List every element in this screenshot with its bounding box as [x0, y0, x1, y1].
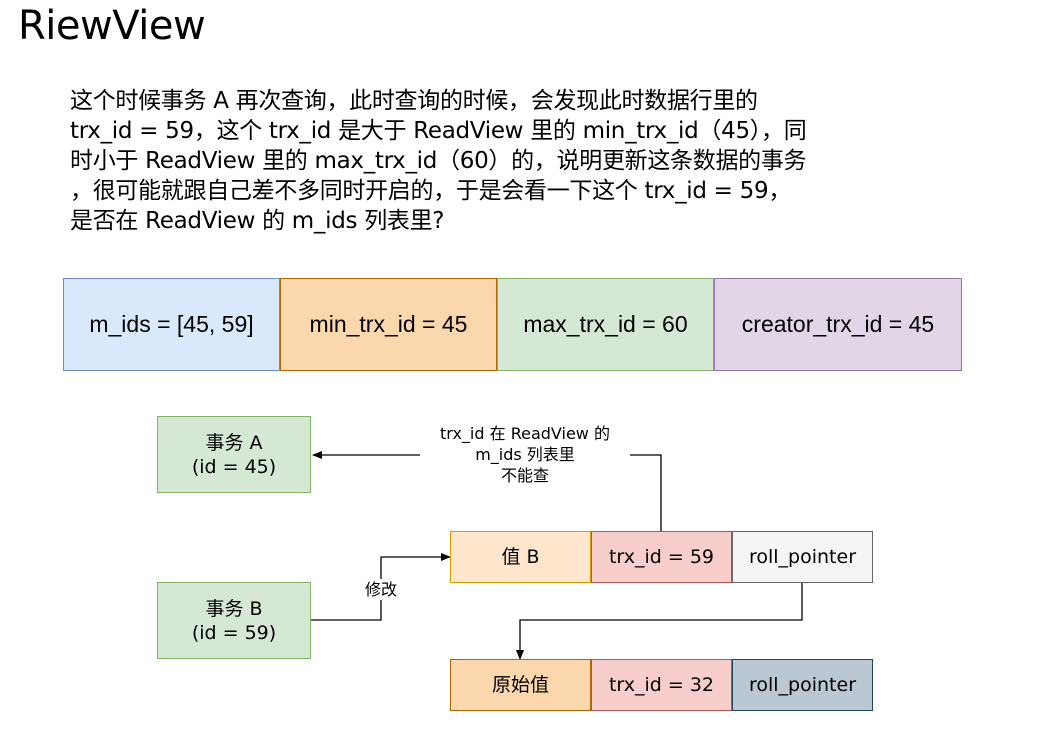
readview-m-ids: m_ids = [45, 59]: [63, 278, 280, 371]
transaction-b-name: 事务 B: [205, 597, 263, 620]
page-title: RiewView: [18, 3, 206, 49]
description-paragraph: 这个时候事务 A 再次查询，此时查询的时候，会发现此时数据行里的 trx_id …: [70, 86, 970, 236]
paragraph-line: 是否在 ReadView 的 m_ids 列表里?: [70, 208, 445, 234]
modify-label: 修改: [356, 579, 406, 600]
transaction-b-id: (id = 59): [191, 621, 277, 644]
transaction-a-name: 事务 A: [205, 431, 263, 454]
readview-min-trx-id: min_trx_id = 45: [280, 278, 497, 371]
row-old-trx-id: trx_id = 32: [591, 659, 732, 711]
check-label-line: trx_id 在 ReadView 的: [440, 424, 610, 443]
check-label-line: 不能查: [500, 466, 549, 485]
check-label: trx_id 在 ReadView 的 m_ids 列表里 不能查: [420, 423, 630, 486]
paragraph-line: ，很可能就跟自己差不多同时开启的，于是会看一下这个 trx_id = 59，: [70, 178, 792, 204]
row-old-roll-pointer: roll_pointer: [732, 659, 873, 711]
row-new-value: 值 B: [450, 531, 591, 583]
paragraph-line: 这个时候事务 A 再次查询，此时查询的时候，会发现此时数据行里的: [70, 88, 758, 114]
readview-creator-trx-id: creator_trx_id = 45: [714, 278, 962, 371]
readview-bar: m_ids = [45, 59] min_trx_id = 45 max_trx…: [63, 278, 962, 371]
transaction-b-box: 事务 B (id = 59): [157, 582, 311, 659]
check-label-line: m_ids 列表里: [475, 445, 575, 464]
transaction-a-box: 事务 A (id = 45): [157, 416, 311, 493]
readview-max-trx-id: max_trx_id = 60: [497, 278, 714, 371]
row-new-roll-pointer: roll_pointer: [732, 531, 873, 583]
paragraph-line: trx_id = 59，这个 trx_id 是大于 ReadView 里的 mi…: [70, 118, 807, 144]
transaction-a-id: (id = 45): [191, 455, 277, 478]
rollback-arrow: [516, 583, 803, 660]
row-old-value: 原始值: [450, 659, 591, 711]
paragraph-line: 时小于 ReadView 里的 max_trx_id（60）的，说明更新这条数据…: [70, 148, 807, 174]
row-new-trx-id: trx_id = 59: [591, 531, 732, 583]
